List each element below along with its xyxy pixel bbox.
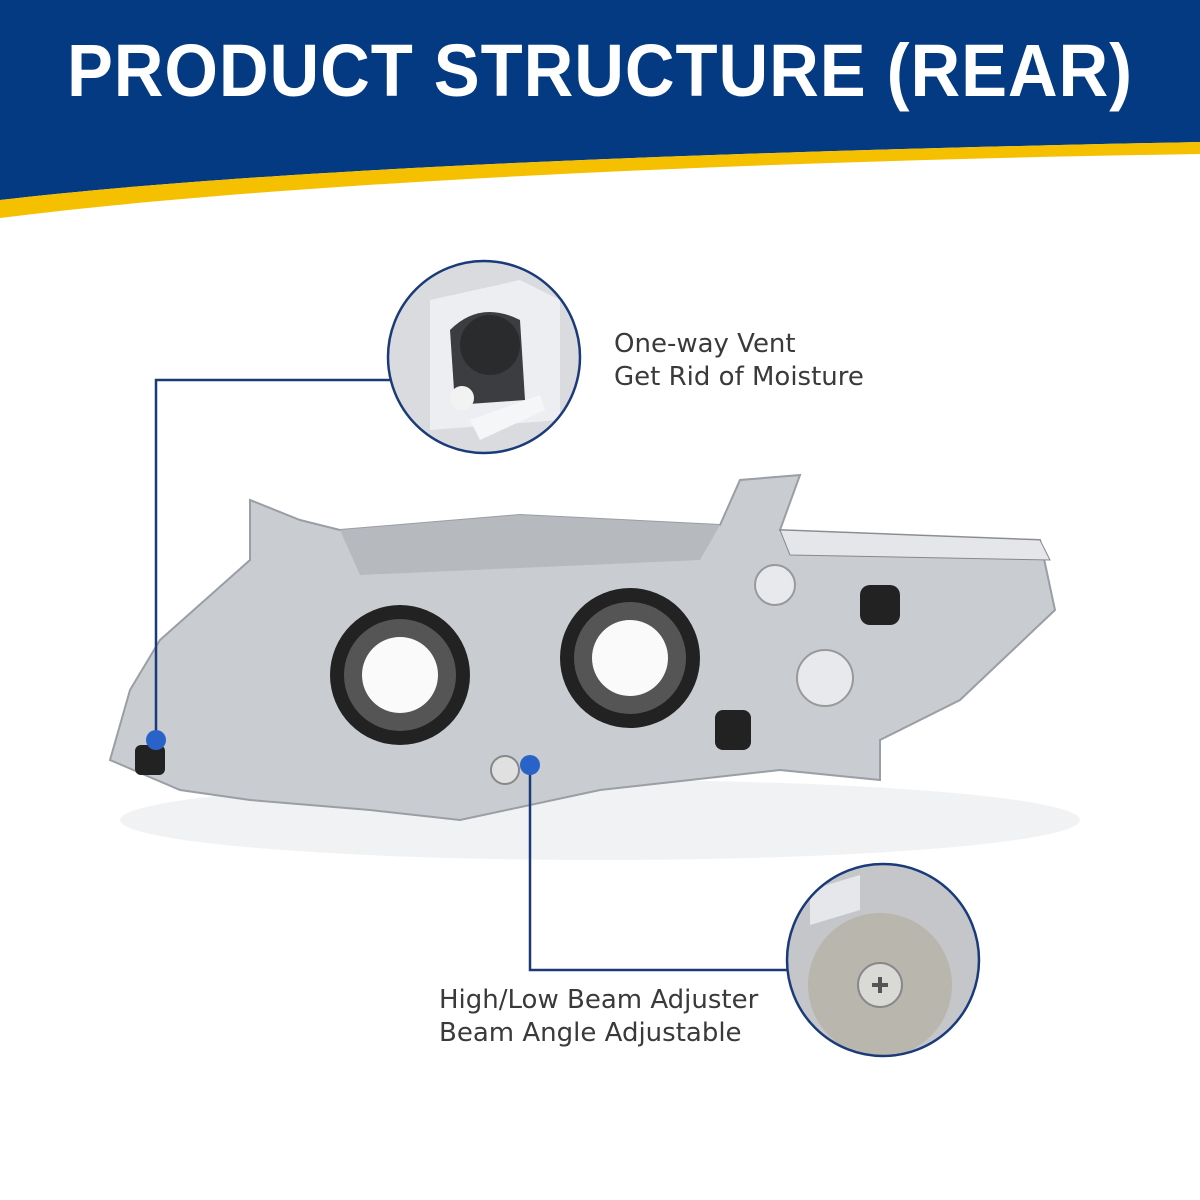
adjuster-callout-title: High/Low Beam Adjuster: [439, 985, 759, 1015]
adjuster-callout-desc: Beam Angle Adjustable: [439, 1018, 742, 1048]
page-title: PRODUCT STRUCTURE (REAR): [66, 29, 1134, 112]
adjuster-marker-dot: [520, 755, 540, 775]
vent-detail-zoom: [386, 259, 582, 455]
low-beam-socket: [330, 605, 470, 745]
vent-callout: One-way Vent Get Rid of Moisture: [614, 328, 864, 394]
vent-callout-desc: Get Rid of Moisture: [614, 362, 864, 392]
adjuster-detail-zoom: [785, 862, 981, 1058]
header-banner: [0, 0, 1200, 218]
vent-marker-dot: [146, 730, 166, 750]
adjuster-callout: High/Low Beam Adjuster Beam Angle Adjust…: [439, 984, 758, 1050]
high-beam-socket: [560, 588, 700, 728]
vent-callout-title: One-way Vent: [614, 329, 796, 359]
